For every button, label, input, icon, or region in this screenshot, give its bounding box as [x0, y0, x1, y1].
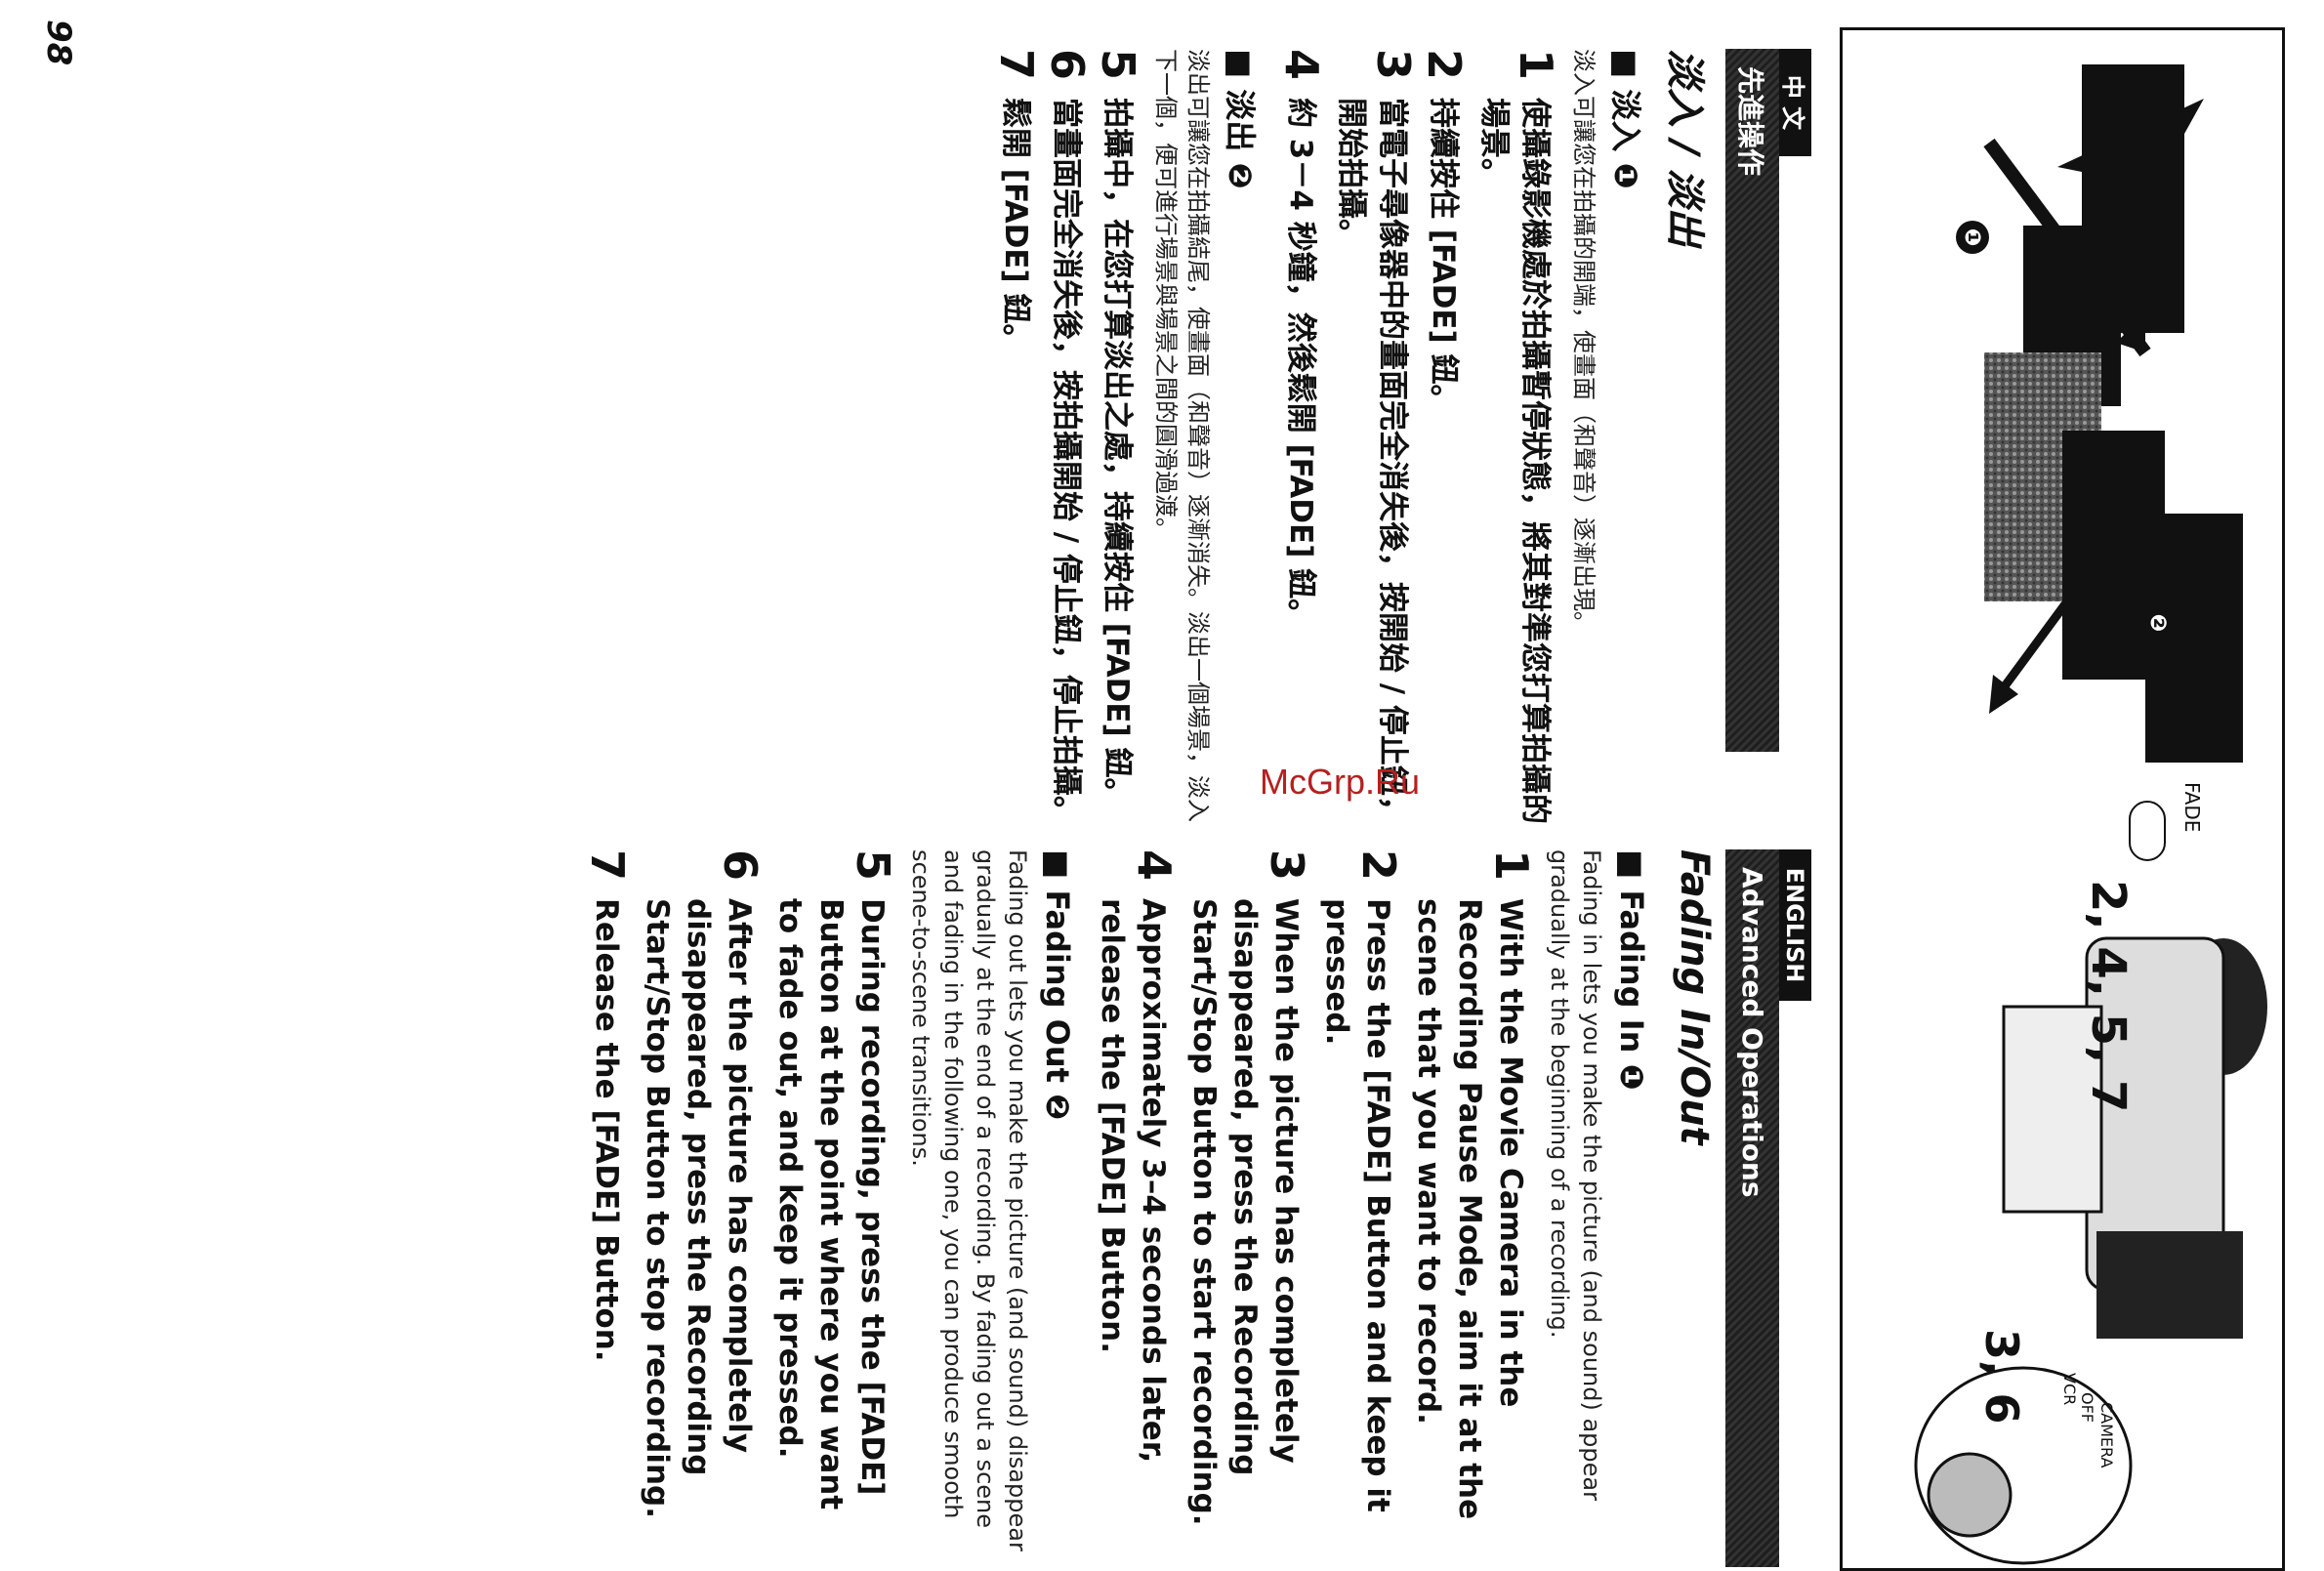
en-step-number: 6 [714, 849, 767, 882]
en-step-text: During recording, press the [FADE] Butto… [772, 898, 890, 1510]
dial-camera-label: CAMERA [2097, 1402, 2116, 1468]
en-step-5: 5 During recording, press the [FADE] But… [769, 849, 899, 1552]
zh-step-2: 2 持續按住 [FADE] 鈕。 [1418, 49, 1471, 830]
english-fade-out-intro: Fading out lets you make the picture (an… [907, 849, 1031, 1551]
zh-step-text: 鬆開 [FADE] 鈕。 [998, 98, 1033, 354]
zh-step-text: 當畫面完全消失後，按拍攝開始 / 停止鈕，停止拍攝。 [1049, 98, 1084, 826]
english-section-band: Advanced Operations [1725, 849, 1779, 1567]
chinese-title: 淡入 / 淡出 [1662, 49, 1707, 247]
chinese-fade-in-heading: ■ 淡入 ❶ [1607, 49, 1644, 189]
en-step-text: Press the [FADE] Button and keep it pres… [1319, 898, 1395, 1512]
zh-step-number: 2 [1418, 49, 1471, 81]
en-step-1: 1 With the Movie Camera in the Recording… [1408, 849, 1538, 1552]
en-step-number: 3 [1261, 849, 1313, 882]
english-column: ■ Fading In ❶ Fading in lets you make th… [581, 849, 1650, 1552]
en-step-text: With the Movie Camera in the Recording P… [1411, 898, 1528, 1520]
en-step-7: 7 Release the [FADE] Button. [581, 849, 634, 1552]
zh-step-number: 5 [1092, 49, 1144, 81]
fade-in-badge: ❶ [1956, 221, 1989, 254]
en-step-text: Release the [FADE] Button. [589, 898, 624, 1362]
en-step-text: After the picture has completely disappe… [640, 898, 757, 1519]
chinese-section-band: 先進操作 [1725, 49, 1779, 752]
chinese-lang-tab: 中 文 [1779, 49, 1811, 156]
en-step-2: 2 Press the [FADE] Button and keep it pr… [1316, 849, 1405, 1552]
zh-step-number: 7 [990, 49, 1043, 81]
zh-step-number: 1 [1510, 49, 1562, 81]
en-step-text: Approximately 3–4 seconds later, release… [1095, 898, 1171, 1464]
en-step-number: 1 [1485, 849, 1538, 882]
callout-steps-a: 2, 4, 5, 7 [2081, 880, 2136, 1113]
zh-step-5: 5 拍攝中，在您打算淡出之處，持續按住 [FADE] 鈕。 [1092, 49, 1144, 830]
dial-off-label: OFF [2078, 1392, 2096, 1423]
en-step-3: 3 When the picture has completely disapp… [1183, 849, 1313, 1552]
chinese-fade-out-heading: ■ 淡出 ❷ [1222, 49, 1259, 189]
en-step-number: 2 [1352, 849, 1405, 882]
english-fade-in-heading: ■ Fading In ❶ [1613, 849, 1650, 1091]
fade-arrows-icon [1914, 60, 2267, 1565]
en-step-number: 5 [847, 849, 899, 882]
zh-step-number: 4 [1275, 49, 1328, 81]
zh-step-number: 3 [1367, 49, 1420, 81]
english-title: Fading In/Out [1672, 849, 1717, 1145]
zh-step-3: 3 當電子尋像器中的畫面完全消失後，按開始 / 停止鈕，開始拍攝。 [1331, 49, 1420, 830]
chinese-fade-out-intro: 淡出可讓您在拍攝結尾，使畫面（和聲音）逐漸消失。淡出一個場景，淡入下一個，便可進… [1152, 49, 1212, 822]
zh-step-text: 持續按住 [FADE] 鈕。 [1426, 98, 1461, 415]
fade-out-badge: ❷ [2141, 606, 2175, 640]
zh-step-6: 6 當畫面完全消失後，按拍攝開始 / 停止鈕，停止拍攝。 [1041, 49, 1094, 830]
zh-step-4: 4 約 3－4 秒鐘，然後鬆開 [FADE] 鈕。 [1275, 49, 1328, 830]
callout-steps-b: 3, 6 [1975, 1329, 2028, 1425]
en-step-number: 7 [581, 849, 634, 882]
en-step-6: 6 After the picture has completely disap… [637, 849, 767, 1552]
zh-step-1: 1 使攝錄影機處於拍攝暫停狀態，將其對準您打算拍攝的場景。 [1473, 49, 1562, 830]
zh-step-7: 7 鬆開 [FADE] 鈕。 [990, 49, 1043, 830]
en-step-number: 4 [1128, 849, 1181, 882]
chinese-fade-in-intro: 淡入可讓您在拍攝的開端，使畫面（和聲音）逐漸出現。 [1570, 49, 1598, 635]
fade-illustration: ❶ ❷ FADE 2, 4, 5, 7 3, 6 CAMERA OFF VCR [1840, 27, 2285, 1571]
chinese-column: ■ 淡入 ❶ 淡入可讓您在拍攝的開端，使畫面（和聲音）逐漸出現。 1 使攝錄影機… [990, 49, 1650, 830]
dial-vcr-label: VCR [2060, 1373, 2079, 1406]
watermark: McGrp.Ru [1260, 762, 1421, 802]
en-step-4: 4 Approximately 3–4 seconds later, relea… [1092, 849, 1181, 1552]
english-lang-tab: ENGLISH [1779, 849, 1811, 1001]
english-fade-out-heading: ■ Fading Out ❷ [1039, 849, 1076, 1121]
english-fade-in-intro: Fading in lets you make the picture (and… [1546, 849, 1605, 1501]
zh-step-text: 當電子尋像器中的畫面完全消失後，按開始 / 停止鈕，開始拍攝。 [1334, 98, 1410, 826]
zh-step-text: 使攝錄影機處於拍攝暫停狀態，將其對準您打算拍攝的場景。 [1476, 98, 1553, 824]
page-number: 98 [39, 20, 78, 66]
en-step-text: When the picture has completely disappea… [1186, 898, 1304, 1526]
zh-step-number: 6 [1041, 49, 1094, 81]
fade-button-label: FADE [2180, 782, 2204, 833]
zh-step-text: 拍攝中，在您打算淡出之處，持續按住 [FADE] 鈕。 [1100, 98, 1135, 808]
zh-step-text: 約 3－4 秒鐘，然後鬆開 [FADE] 鈕。 [1283, 98, 1318, 630]
